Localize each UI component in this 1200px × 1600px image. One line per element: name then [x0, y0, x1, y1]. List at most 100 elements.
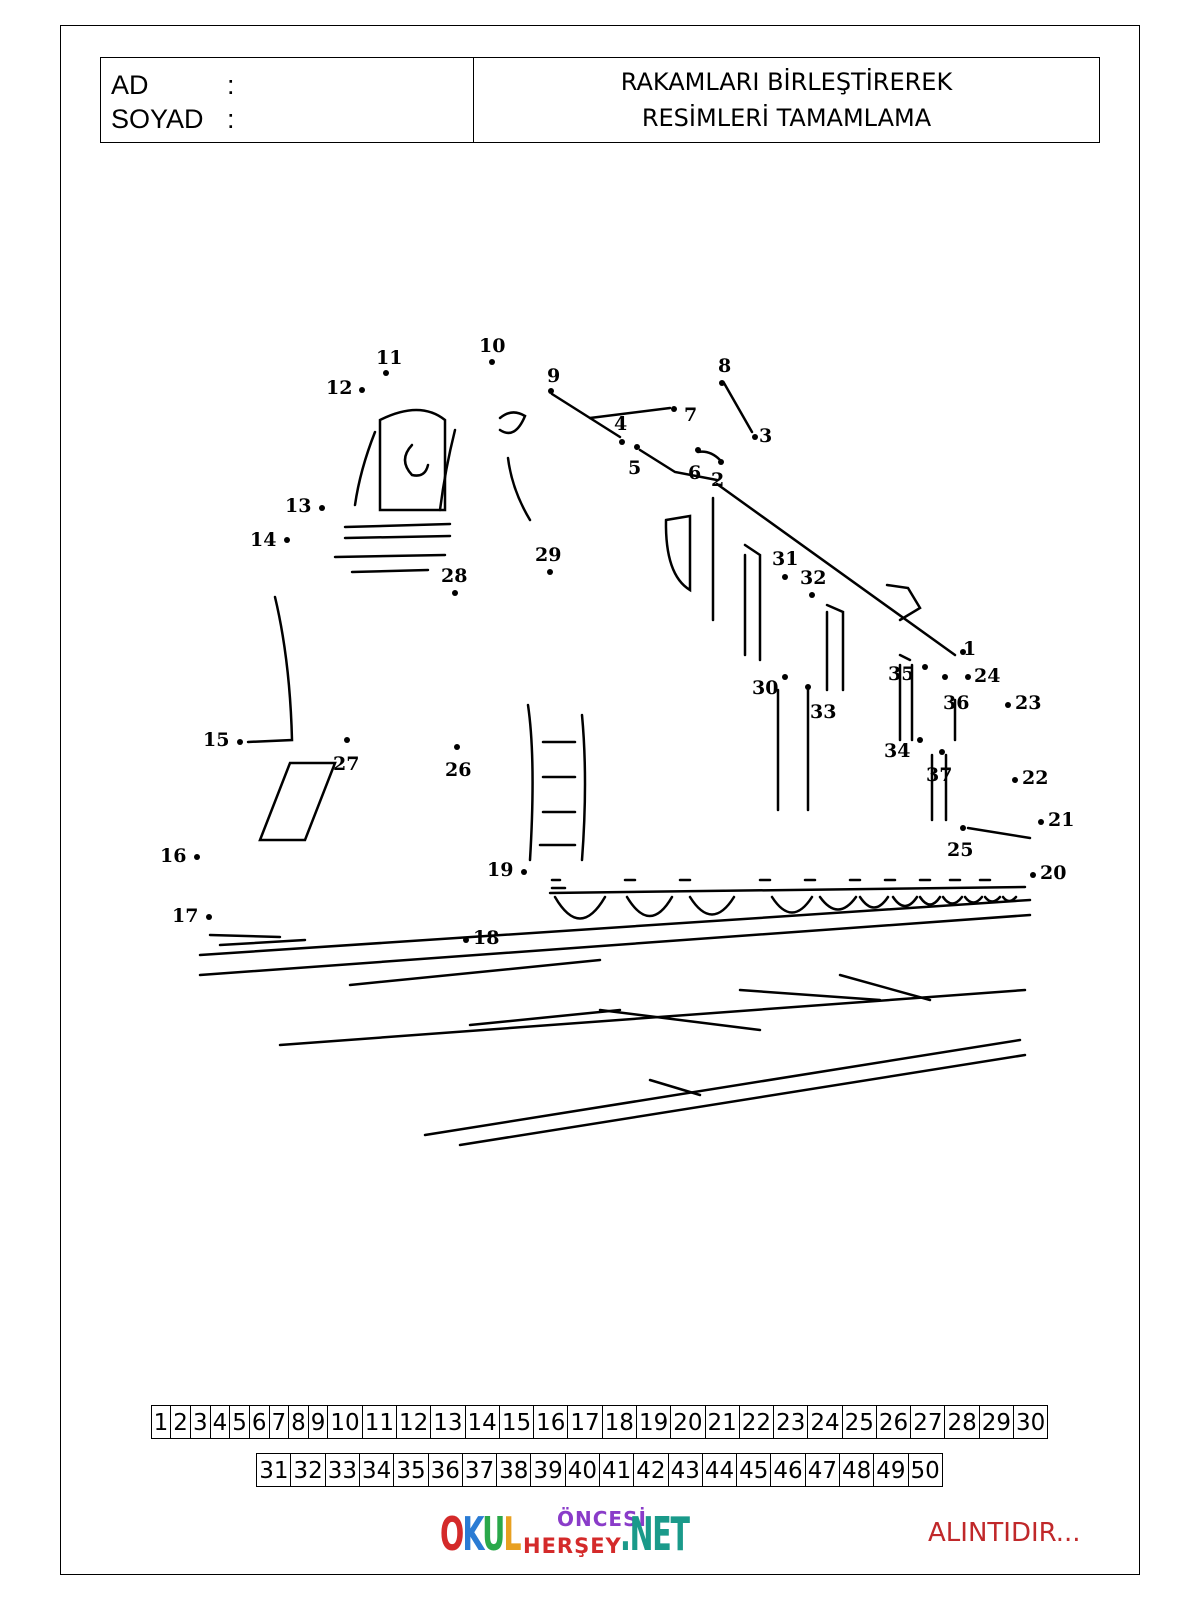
dot-label-18: 18 — [473, 927, 499, 949]
dot-label-24: 24 — [974, 665, 1000, 687]
worksheet-title: RAKAMLARI BİRLEŞTİREREK RESİMLERİ TAMAML… — [474, 58, 1099, 142]
number-cell-20: 20 — [670, 1405, 706, 1439]
number-cell-39: 39 — [530, 1453, 566, 1487]
dot-25 — [960, 825, 966, 831]
dot-label-3: 3 — [759, 425, 772, 447]
dot-37 — [939, 749, 945, 755]
number-cell-6: 6 — [248, 1405, 270, 1439]
number-cell-43: 43 — [667, 1453, 703, 1487]
number-cell-50: 50 — [907, 1453, 943, 1487]
dot-14 — [284, 537, 290, 543]
number-cell-47: 47 — [804, 1453, 840, 1487]
dot-31 — [782, 574, 788, 580]
logo-oncesi: ÖNCESİ — [557, 1507, 647, 1531]
number-cell-25: 25 — [841, 1405, 877, 1439]
name-label: AD — [111, 70, 149, 100]
dot-4 — [619, 439, 625, 445]
dot-label-13: 13 — [285, 495, 311, 517]
dot-label-37: 37 — [926, 764, 952, 786]
dot-16 — [194, 854, 200, 860]
number-cell-7: 7 — [268, 1405, 290, 1439]
number-cell-19: 19 — [635, 1405, 672, 1439]
dot-label-4: 4 — [614, 413, 627, 435]
dot-label-6: 6 — [688, 462, 701, 484]
dot-36 — [942, 674, 948, 680]
number-cell-9: 9 — [307, 1405, 329, 1439]
train-dot-to-dot-drawing: 1 2 3 4 5 6 7 8 9 10 11 12 13 14 15 16 1… — [160, 335, 1074, 1147]
dot-label-21: 21 — [1048, 809, 1074, 831]
dot-32 — [809, 592, 815, 598]
dot-label-7: 7 — [684, 404, 697, 426]
number-cell-33: 33 — [324, 1453, 361, 1487]
number-cell-32: 32 — [290, 1453, 326, 1487]
dot-label-28: 28 — [441, 565, 467, 587]
number-cell-45: 45 — [736, 1453, 772, 1487]
dot-label-5: 5 — [628, 457, 641, 479]
dot-8 — [719, 380, 725, 386]
dot-label-31: 31 — [772, 548, 798, 570]
dot-label-25: 25 — [947, 839, 973, 861]
number-cell-18: 18 — [601, 1405, 637, 1439]
wheel-set — [548, 878, 1027, 920]
dot-28 — [452, 590, 458, 596]
number-cell-30: 30 — [1013, 1405, 1049, 1439]
number-cell-49: 49 — [873, 1453, 909, 1487]
dot-label-9: 9 — [547, 365, 560, 387]
number-cell-28: 28 — [944, 1405, 980, 1439]
number-cell-15: 15 — [498, 1405, 535, 1439]
site-logo: OKUL ÖNCESİ HERŞEY .NET — [440, 1505, 710, 1565]
dot-33 — [805, 684, 811, 690]
dot-20 — [1030, 872, 1036, 878]
name-colon: : — [227, 70, 235, 100]
number-cell-21: 21 — [704, 1405, 740, 1439]
number-cell-41: 41 — [599, 1453, 635, 1487]
number-cell-1: 1 — [150, 1405, 172, 1439]
dot-label-16: 16 — [160, 845, 186, 867]
dot-label-22: 22 — [1022, 767, 1048, 789]
number-cell-48: 48 — [838, 1453, 875, 1487]
dot-23 — [1005, 702, 1011, 708]
dot-21 — [1038, 819, 1044, 825]
dot-27 — [344, 737, 350, 743]
dot-label-23: 23 — [1015, 692, 1041, 714]
numbered-dots: 1 2 3 4 5 6 7 8 9 10 11 12 13 14 15 16 1… — [160, 335, 1074, 949]
number-cell-37: 37 — [461, 1453, 498, 1487]
worksheet-header: AD: SOYAD: RAKAMLARI BİRLEŞTİREREK RESİM… — [100, 57, 1100, 143]
dot-label-17: 17 — [172, 905, 198, 927]
dot-label-33: 33 — [810, 701, 836, 723]
logo-hersey: HERŞEY — [523, 1534, 622, 1558]
number-cell-40: 40 — [564, 1453, 600, 1487]
number-cell-12: 12 — [395, 1405, 432, 1439]
number-cell-44: 44 — [701, 1453, 738, 1487]
dot-17 — [206, 914, 212, 920]
number-cell-35: 35 — [393, 1453, 429, 1487]
dot-10 — [489, 359, 495, 365]
dot-2 — [718, 459, 724, 465]
dot-9 — [548, 388, 554, 394]
dot-11 — [383, 370, 389, 376]
number-cell-4: 4 — [209, 1405, 231, 1439]
dot-18 — [463, 937, 469, 943]
dot-label-2: 2 — [711, 469, 724, 491]
dot-label-29: 29 — [535, 544, 561, 566]
number-cell-34: 34 — [359, 1453, 395, 1487]
rail-track — [198, 898, 1032, 1147]
dot-label-34: 34 — [884, 740, 910, 762]
dot-label-8: 8 — [718, 355, 731, 377]
dot-15 — [237, 739, 243, 745]
dot-label-32: 32 — [800, 567, 826, 589]
dot-12 — [359, 387, 365, 393]
dot-label-10: 10 — [479, 335, 505, 357]
student-info: AD: SOYAD: — [101, 58, 474, 142]
footer-note: ALINTIDIR... — [928, 1518, 1081, 1548]
number-cell-31: 31 — [256, 1453, 292, 1487]
title-line-2: RESİMLERİ TAMAMLAMA — [641, 104, 932, 132]
number-cell-16: 16 — [533, 1405, 569, 1439]
dot-35 — [922, 664, 928, 670]
logo-okul: OKUL — [440, 1507, 522, 1561]
dot-label-19: 19 — [487, 859, 513, 881]
number-cell-14: 14 — [464, 1405, 500, 1439]
dot-6 — [695, 447, 701, 453]
number-cell-38: 38 — [496, 1453, 532, 1487]
